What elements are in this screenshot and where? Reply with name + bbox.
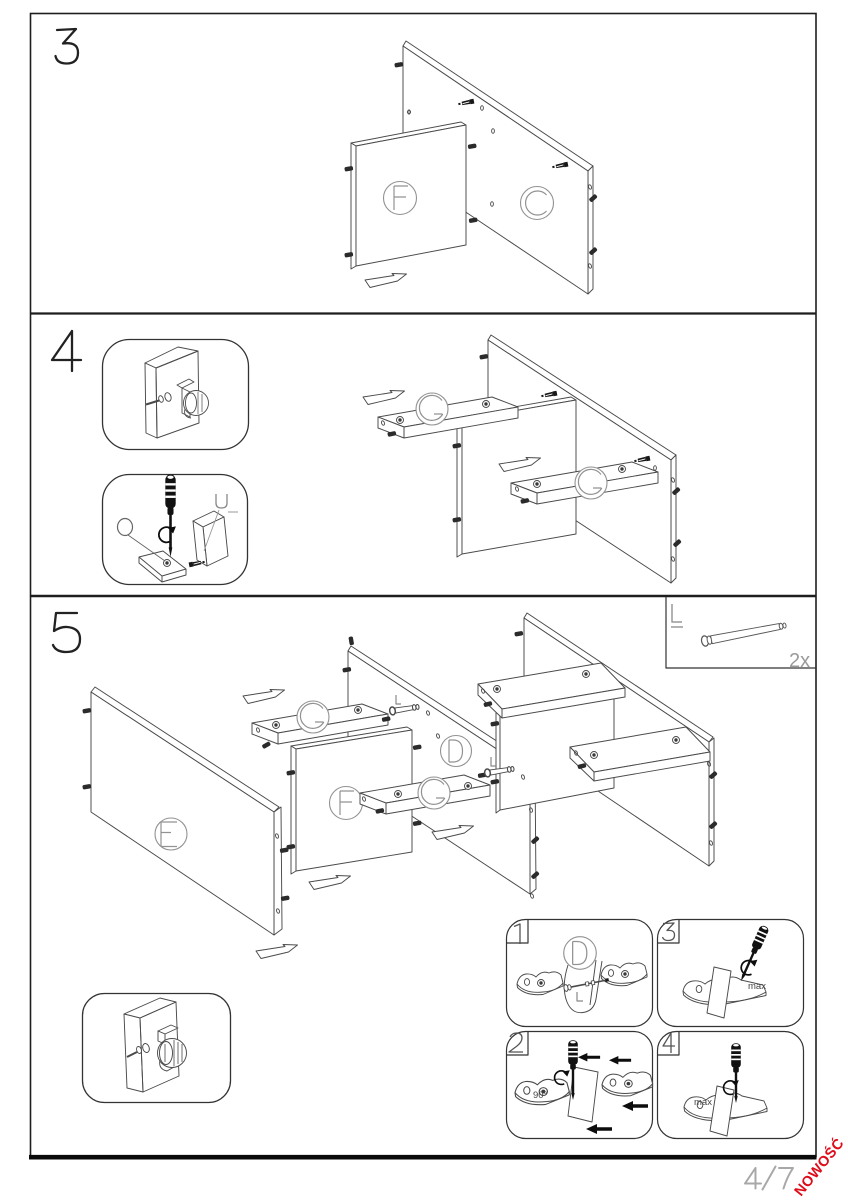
- svg-text:90°: 90°: [533, 1090, 548, 1101]
- svg-text:max: max: [694, 1097, 712, 1108]
- svg-text:max: max: [748, 981, 766, 992]
- svg-text:NOWOŚĆ: NOWOŚĆ: [790, 1134, 848, 1199]
- svg-text:2x: 2x: [789, 650, 810, 672]
